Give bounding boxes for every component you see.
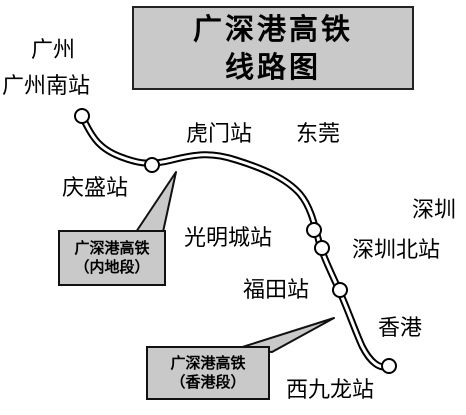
hongkong-callout-line-1: 广深港高铁	[170, 354, 246, 372]
hongkong-section-callout: 广深港高铁 （香港段）	[146, 346, 270, 400]
station-label-guangzhou-south: 广州南站	[2, 74, 91, 99]
station-label-futian: 福田站	[243, 278, 310, 303]
station-label-west-kowloon: 西九龙站	[286, 378, 375, 403]
station-label-qingsheng: 庆盛站	[62, 176, 129, 201]
station-marker-futian	[332, 282, 348, 298]
station-marker-shenzhen-north	[314, 240, 330, 256]
region-label-shenzhen: 深圳	[412, 198, 457, 223]
station-label-shenzhen-north: 深圳北站	[352, 238, 441, 263]
station-marker-guangzhou-south	[74, 108, 90, 124]
mainland-callout-pointer	[135, 171, 177, 233]
map-title-line-1: 广深港高铁	[192, 12, 353, 46]
station-marker-west-kowloon	[381, 358, 397, 374]
station-label-guangmingcheng: 光明城站	[184, 226, 273, 251]
region-label-hongkong: 香港	[378, 316, 423, 341]
region-label-guangzhou: 广州	[31, 38, 76, 63]
region-label-dongguan: 东莞	[296, 122, 341, 147]
map-title-box: 广深港高铁 线路图	[132, 6, 414, 90]
map-title-line-2: 线路图	[224, 50, 321, 84]
mainland-callout-line-1: 广深港高铁	[74, 239, 150, 257]
station-marker-guangmingcheng	[306, 222, 322, 238]
station-marker-qingsheng	[144, 157, 160, 173]
station-label-humen: 虎门站	[186, 122, 253, 147]
hongkong-callout-line-2: （香港段）	[170, 373, 246, 391]
mainland-callout-line-2: （内地段）	[74, 258, 150, 276]
route-line-fill	[80, 114, 391, 369]
mainland-section-callout: 广深港高铁 （内地段）	[58, 230, 166, 286]
